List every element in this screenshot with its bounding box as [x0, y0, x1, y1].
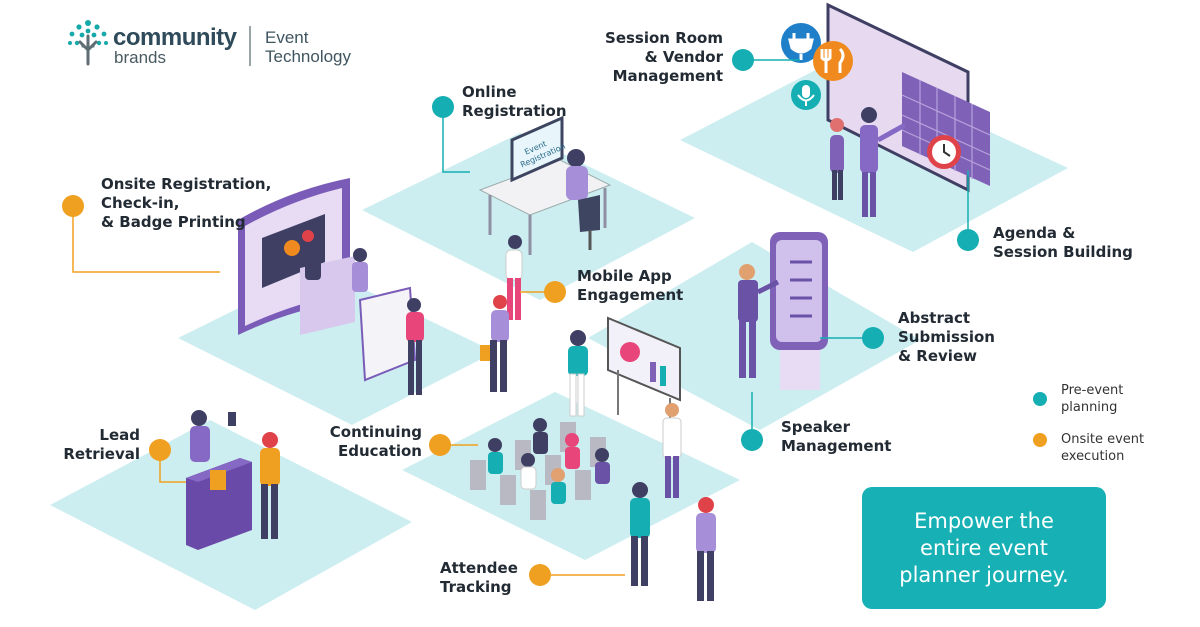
- calendar-grid: [902, 72, 990, 186]
- logo-wordmark: community: [113, 24, 237, 51]
- legend-orange-dot: [1033, 433, 1047, 447]
- label-onsite-registration: Onsite Registration, Check-in, & Badge P…: [101, 175, 272, 231]
- marker-onsite-registration: [62, 195, 84, 217]
- label-online-registration: Online Registration: [462, 83, 567, 120]
- label-attendee-tracking: Attendee Tracking: [440, 559, 518, 596]
- product-name-line1: Event: [265, 28, 309, 47]
- marker-online-registration: [432, 96, 454, 118]
- label-abstract: Abstract Submission & Review: [898, 309, 995, 365]
- label-mobile-app: Mobile App Engagement: [577, 267, 684, 304]
- logo-divider: [249, 26, 251, 66]
- fork-knife-icon: [813, 41, 853, 81]
- marker-agenda: [957, 229, 979, 251]
- marker-session-room: [732, 49, 754, 71]
- legend-onsite: Onsite event execution: [1061, 432, 1145, 464]
- label-speaker: Speaker Management: [781, 418, 892, 455]
- marker-abstract: [862, 327, 884, 349]
- community-brands-logo-icon: [68, 20, 108, 66]
- platform-continuing-education: [402, 392, 740, 560]
- cta-banner: Empower the entire event planner journey…: [862, 487, 1106, 609]
- marker-attendee-tracking: [529, 564, 551, 586]
- marker-continuing-education: [429, 434, 451, 456]
- legend-teal-dot: [1033, 392, 1047, 406]
- marker-lead-retrieval: [149, 439, 171, 461]
- label-session-room: Session Room & Vendor Management: [605, 29, 723, 85]
- label-lead-retrieval: Lead Retrieval: [63, 426, 140, 463]
- label-agenda: Agenda & Session Building: [993, 224, 1133, 261]
- legend-pre-event: Pre-event planning: [1061, 383, 1124, 415]
- label-continuing-education: Continuing Education: [329, 423, 422, 460]
- product-name-line2: Technology: [265, 47, 352, 66]
- marker-speaker: [741, 429, 763, 451]
- logo-wordmark-sub: brands: [114, 48, 166, 67]
- marker-mobile-app: [544, 281, 566, 303]
